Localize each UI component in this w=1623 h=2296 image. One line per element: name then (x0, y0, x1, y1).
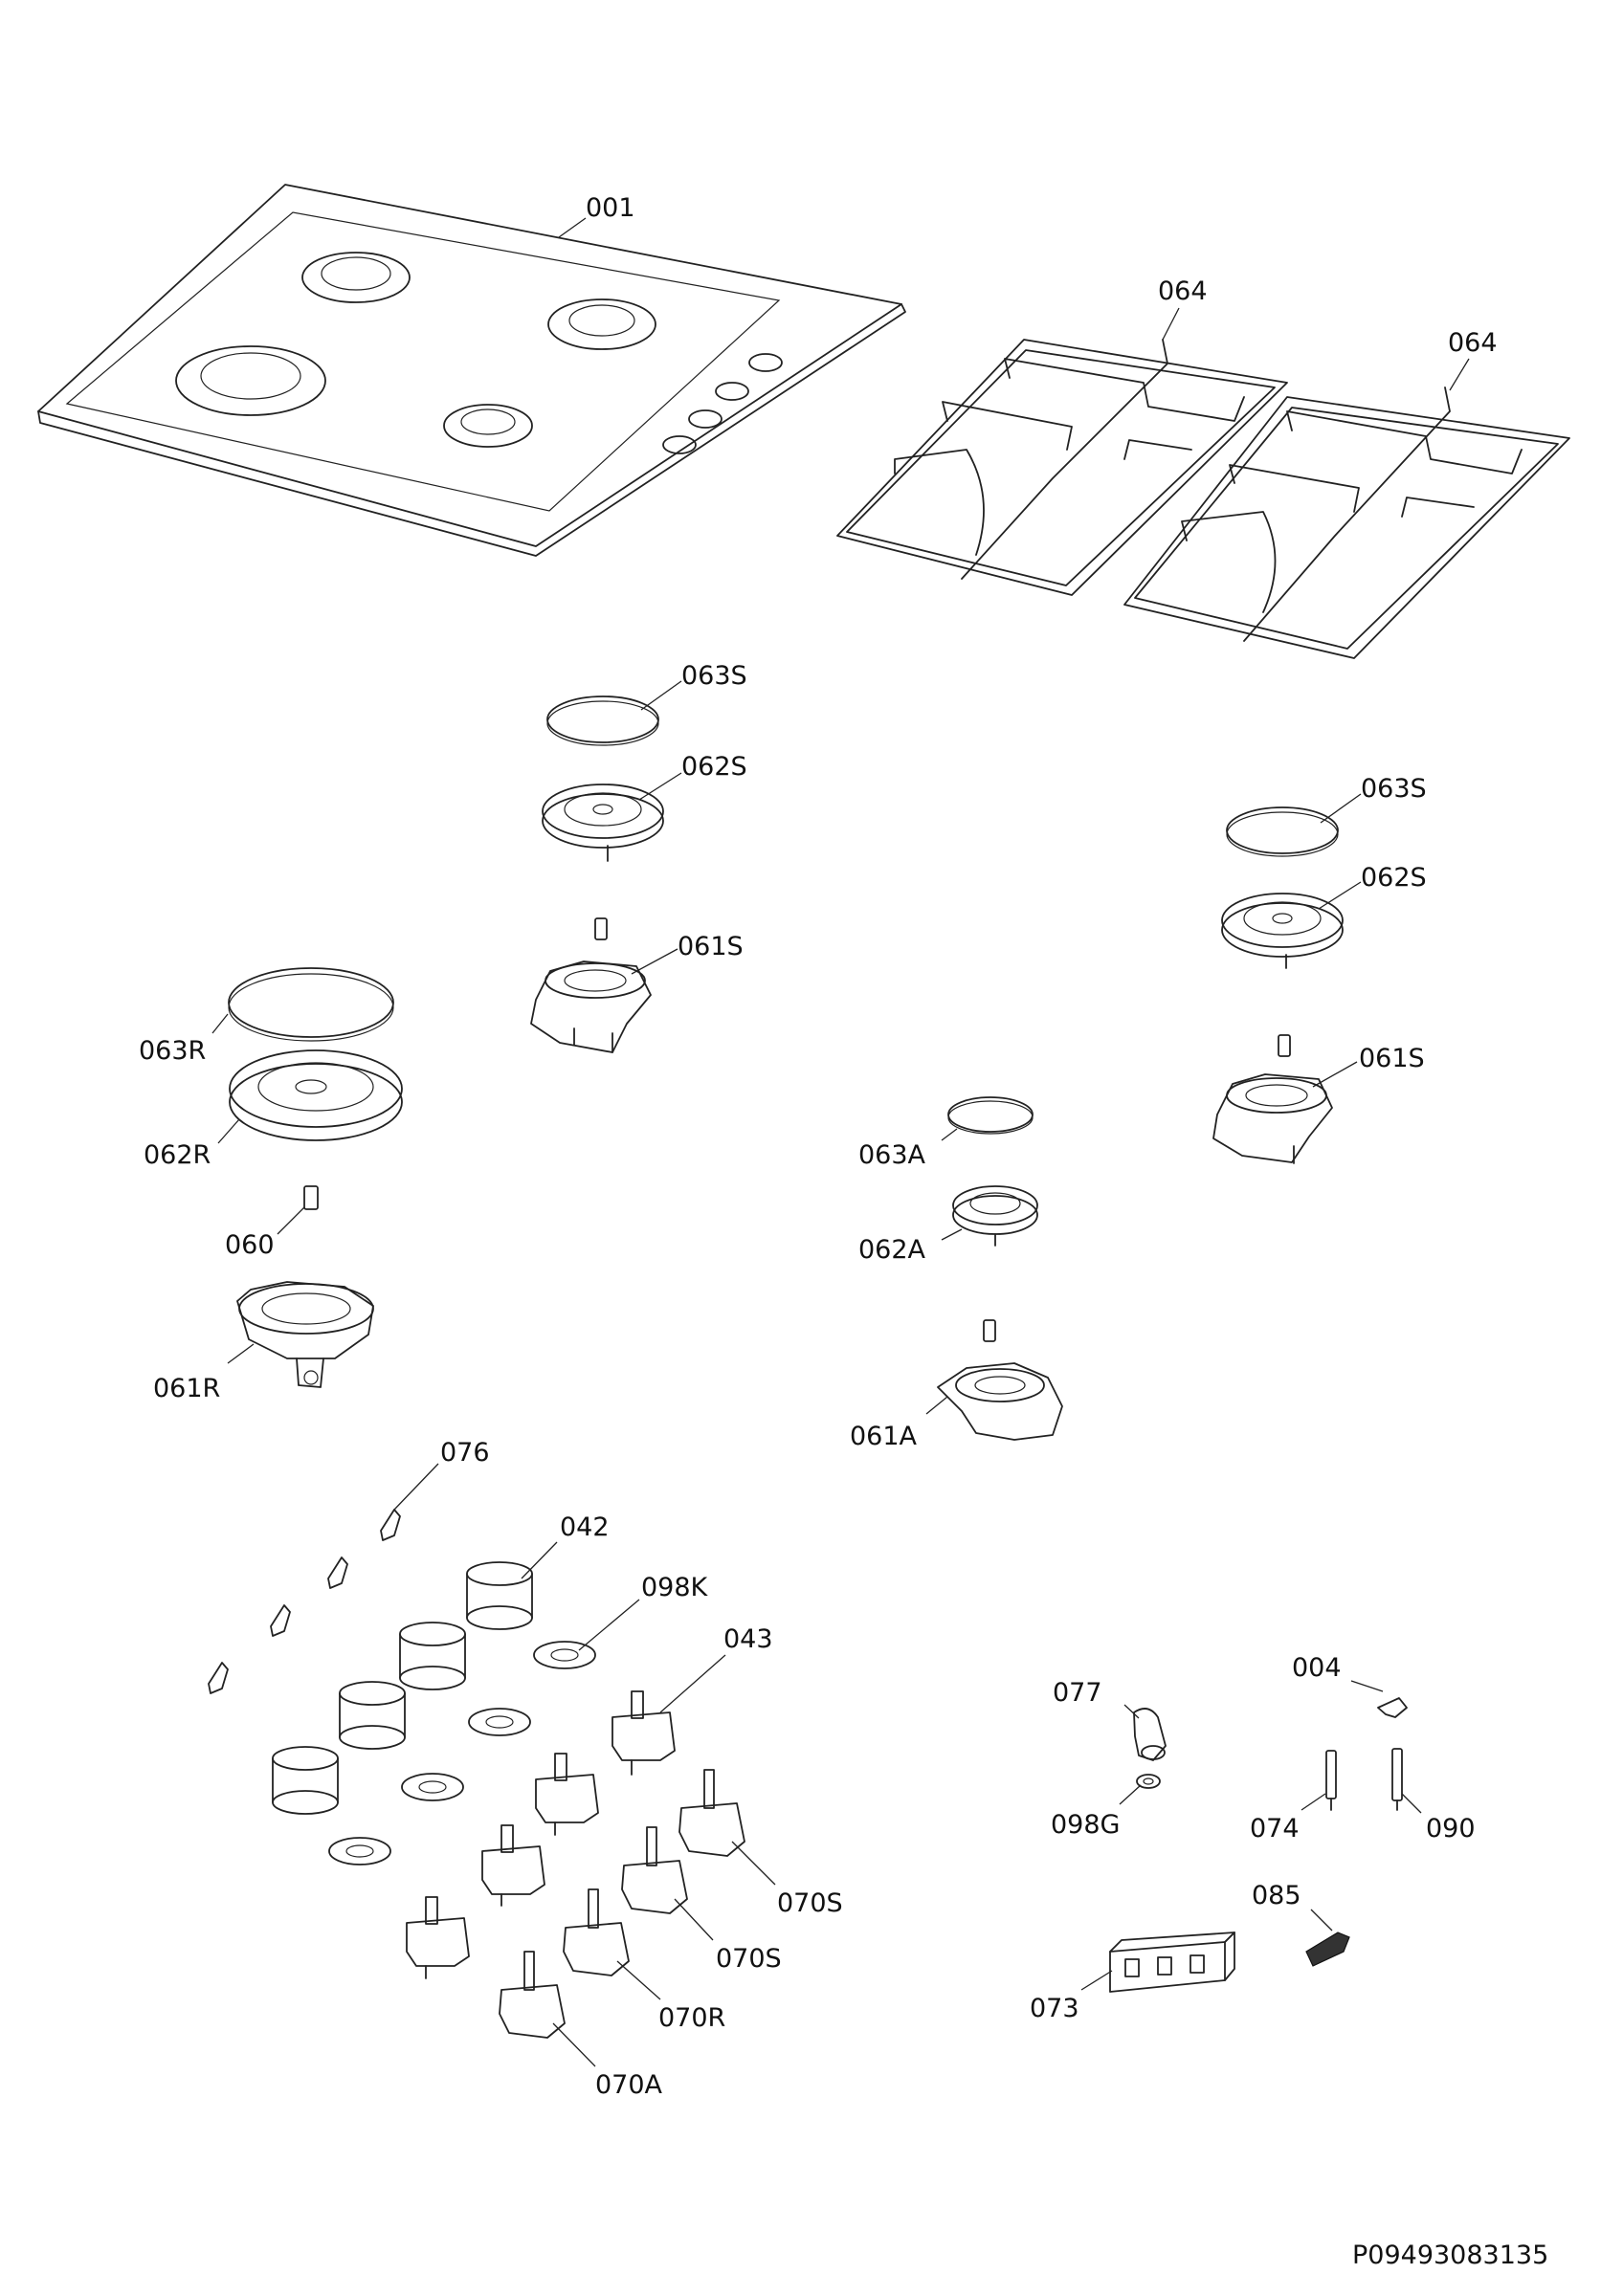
label-004: 004 (1292, 1653, 1342, 1683)
label-064-right: 064 (1448, 328, 1498, 358)
label-001: 001 (586, 193, 635, 223)
label-061R: 061R (153, 1374, 220, 1403)
burner-body-061R (227, 1281, 374, 1388)
burner-crown-062S-2 (1221, 881, 1362, 969)
bezel-098K (328, 1599, 640, 1866)
burner-cap-063S-1 (546, 680, 682, 746)
label-060: 060 (225, 1230, 275, 1260)
burner-cap-063R (211, 967, 394, 1042)
label-090: 090 (1426, 1814, 1476, 1843)
label-062A: 062A (858, 1235, 926, 1265)
pan-support-064-right (1123, 358, 1570, 659)
label-070R: 070R (658, 2003, 725, 2033)
label-085: 085 (1252, 1881, 1301, 1910)
label-063S-1: 063S (681, 661, 747, 691)
label-063R: 063R (139, 1036, 206, 1066)
spark-plug-090 (1391, 1748, 1422, 1814)
burner-crown-062S-1 (542, 772, 682, 862)
label-062S-2: 062S (1361, 863, 1427, 893)
gas-valve-070R (563, 1888, 661, 2000)
label-061S-1: 061S (678, 932, 744, 961)
clip-004 (1350, 1680, 1408, 1718)
gas-tap-043 (406, 1654, 726, 1979)
label-062S-1: 062S (681, 752, 747, 782)
pan-support-064-left (836, 307, 1288, 596)
label-070S-1: 070S (777, 1888, 843, 1918)
grommet-085 (1305, 1909, 1350, 1967)
washer-098G (1119, 1774, 1161, 1805)
label-076: 076 (440, 1438, 490, 1468)
drawing-code: P09493083135 (1352, 2241, 1548, 2270)
injector-061S-1 (594, 917, 608, 940)
label-063S-2: 063S (1361, 774, 1427, 804)
injector-061A (983, 1319, 996, 1342)
hob-top-001 (37, 184, 906, 557)
gas-valve-070S-2 (621, 1826, 714, 1941)
thermocouple-074 (1301, 1750, 1337, 1811)
gas-valve-070A (499, 1951, 596, 2067)
label-098K: 098K (641, 1573, 709, 1602)
injector-060 (277, 1185, 319, 1235)
label-098G: 098G (1051, 1810, 1120, 1840)
label-062R: 062R (144, 1140, 211, 1170)
label-070S-2: 070S (716, 1944, 782, 1974)
label-077: 077 (1053, 1678, 1102, 1708)
label-043: 043 (723, 1624, 773, 1654)
label-063A: 063A (858, 1140, 926, 1170)
burner-body-061S-1 (530, 948, 678, 1053)
burner-crown-062R (217, 1049, 403, 1144)
knob-042 (272, 1541, 558, 1815)
label-070A: 070A (595, 2070, 663, 2100)
label-042: 042 (560, 1512, 610, 1542)
elbow-077 (1123, 1704, 1167, 1761)
clip-076 (208, 1463, 439, 1694)
part-labels: 001 064 064 063S 062S 061S 063S 062S 061… (139, 193, 1548, 2270)
injector-061S-2 (1278, 1034, 1291, 1057)
label-064-left: 064 (1158, 276, 1208, 306)
burner-body-061A (925, 1362, 1063, 1441)
burner-cap-063S-2 (1226, 793, 1362, 857)
burner-crown-062A (941, 1185, 1038, 1247)
burner-cap-063A (941, 1096, 1034, 1141)
ignition-module-073 (1080, 1932, 1235, 1993)
label-061A: 061A (850, 1422, 918, 1451)
burner-body-061S-2 (1212, 1061, 1358, 1164)
label-061S-2: 061S (1359, 1044, 1425, 1073)
label-074: 074 (1250, 1814, 1300, 1843)
label-073: 073 (1030, 1994, 1079, 2023)
gas-valve-070S-1 (678, 1769, 776, 1886)
